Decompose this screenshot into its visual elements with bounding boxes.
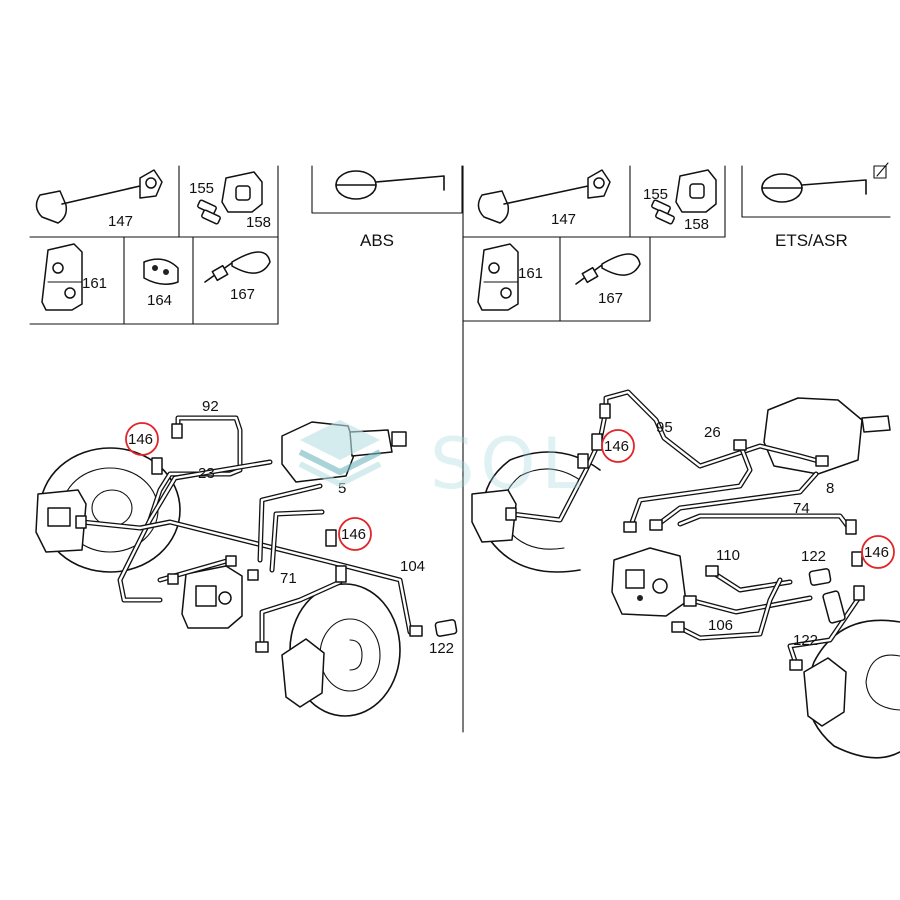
highlight-circle <box>861 535 895 569</box>
legend-167: 167 <box>230 286 255 303</box>
callout-95: 95 <box>656 419 673 436</box>
clip-147-icon <box>477 169 611 224</box>
front-brake-disc-right <box>471 451 601 573</box>
callout-122: 122 <box>793 632 818 649</box>
abs-legend-grid <box>29 165 279 325</box>
callout-146: 146 <box>604 438 629 455</box>
callout-106: 106 <box>708 617 733 634</box>
abs-panel: 147 155 158 161 164 <box>29 165 463 717</box>
sleeve-122-upper-icon <box>808 568 832 586</box>
legend-147: 147 <box>551 211 576 228</box>
callout-23: 23 <box>198 465 215 482</box>
watermark: SOL <box>298 420 587 505</box>
callout-110: 110 <box>716 547 740 564</box>
abs-hydraulic-unit <box>181 565 243 629</box>
callout-92: 92 <box>202 398 219 415</box>
sleeve-122-left-icon <box>434 619 458 637</box>
clip-155-icon <box>651 199 675 225</box>
callout-122: 122 <box>801 548 826 565</box>
rear-brake-disc <box>281 583 401 717</box>
legend-161: 161 <box>82 275 107 292</box>
legend-158: 158 <box>684 216 709 233</box>
rear-brake-disc <box>803 619 900 759</box>
legend-164: 164 <box>147 292 172 309</box>
abs-header-box <box>311 165 463 214</box>
holder-161-icon <box>41 243 83 311</box>
ets-header-box <box>741 162 891 218</box>
callout-146: 146 <box>864 544 889 561</box>
ets-hydraulic-unit <box>611 547 687 617</box>
callout-71: 71 <box>280 570 297 587</box>
clip-147-icon <box>35 169 163 224</box>
cable-tie-167-icon <box>204 251 271 283</box>
legend-167: 167 <box>598 290 623 307</box>
legend-161: 161 <box>518 265 543 282</box>
callout-5: 5 <box>338 480 346 497</box>
abs-header-label: ABS <box>360 231 394 250</box>
sleeve-122-lower-icon <box>822 590 846 624</box>
ets-asr-panel: 147 155 158 161 167 <box>462 162 900 759</box>
callout-104: 104 <box>400 558 425 575</box>
callout-122: 122 <box>429 640 454 657</box>
callout-8: 8 <box>826 480 834 497</box>
callout-146: 146 <box>128 431 153 448</box>
bracket-158-icon <box>675 169 717 213</box>
legend-155: 155 <box>643 186 668 203</box>
legend-155: 155 <box>189 180 214 197</box>
ets-header-label: ETS/ASR <box>775 231 848 250</box>
highlight-circle <box>601 429 635 463</box>
clip-155-icon <box>197 199 221 225</box>
legend-147: 147 <box>108 213 133 230</box>
bracket-158-icon <box>221 171 263 213</box>
callout-146: 146 <box>341 526 366 543</box>
grommet-164-icon <box>143 258 179 285</box>
watermark-text: SOL <box>430 423 587 505</box>
legend-158: 158 <box>246 214 271 231</box>
callout-74: 74 <box>793 500 810 517</box>
abs-brake-pipes <box>79 415 413 649</box>
cable-tie-167-icon <box>575 253 641 285</box>
highlight-circle <box>338 517 372 551</box>
highlight-circle <box>125 422 159 456</box>
abs-fittings <box>75 423 423 653</box>
callout-26: 26 <box>704 424 721 441</box>
ets-fittings <box>505 403 865 671</box>
ets-legend-grid <box>462 165 726 322</box>
holder-161-icon <box>477 243 519 311</box>
